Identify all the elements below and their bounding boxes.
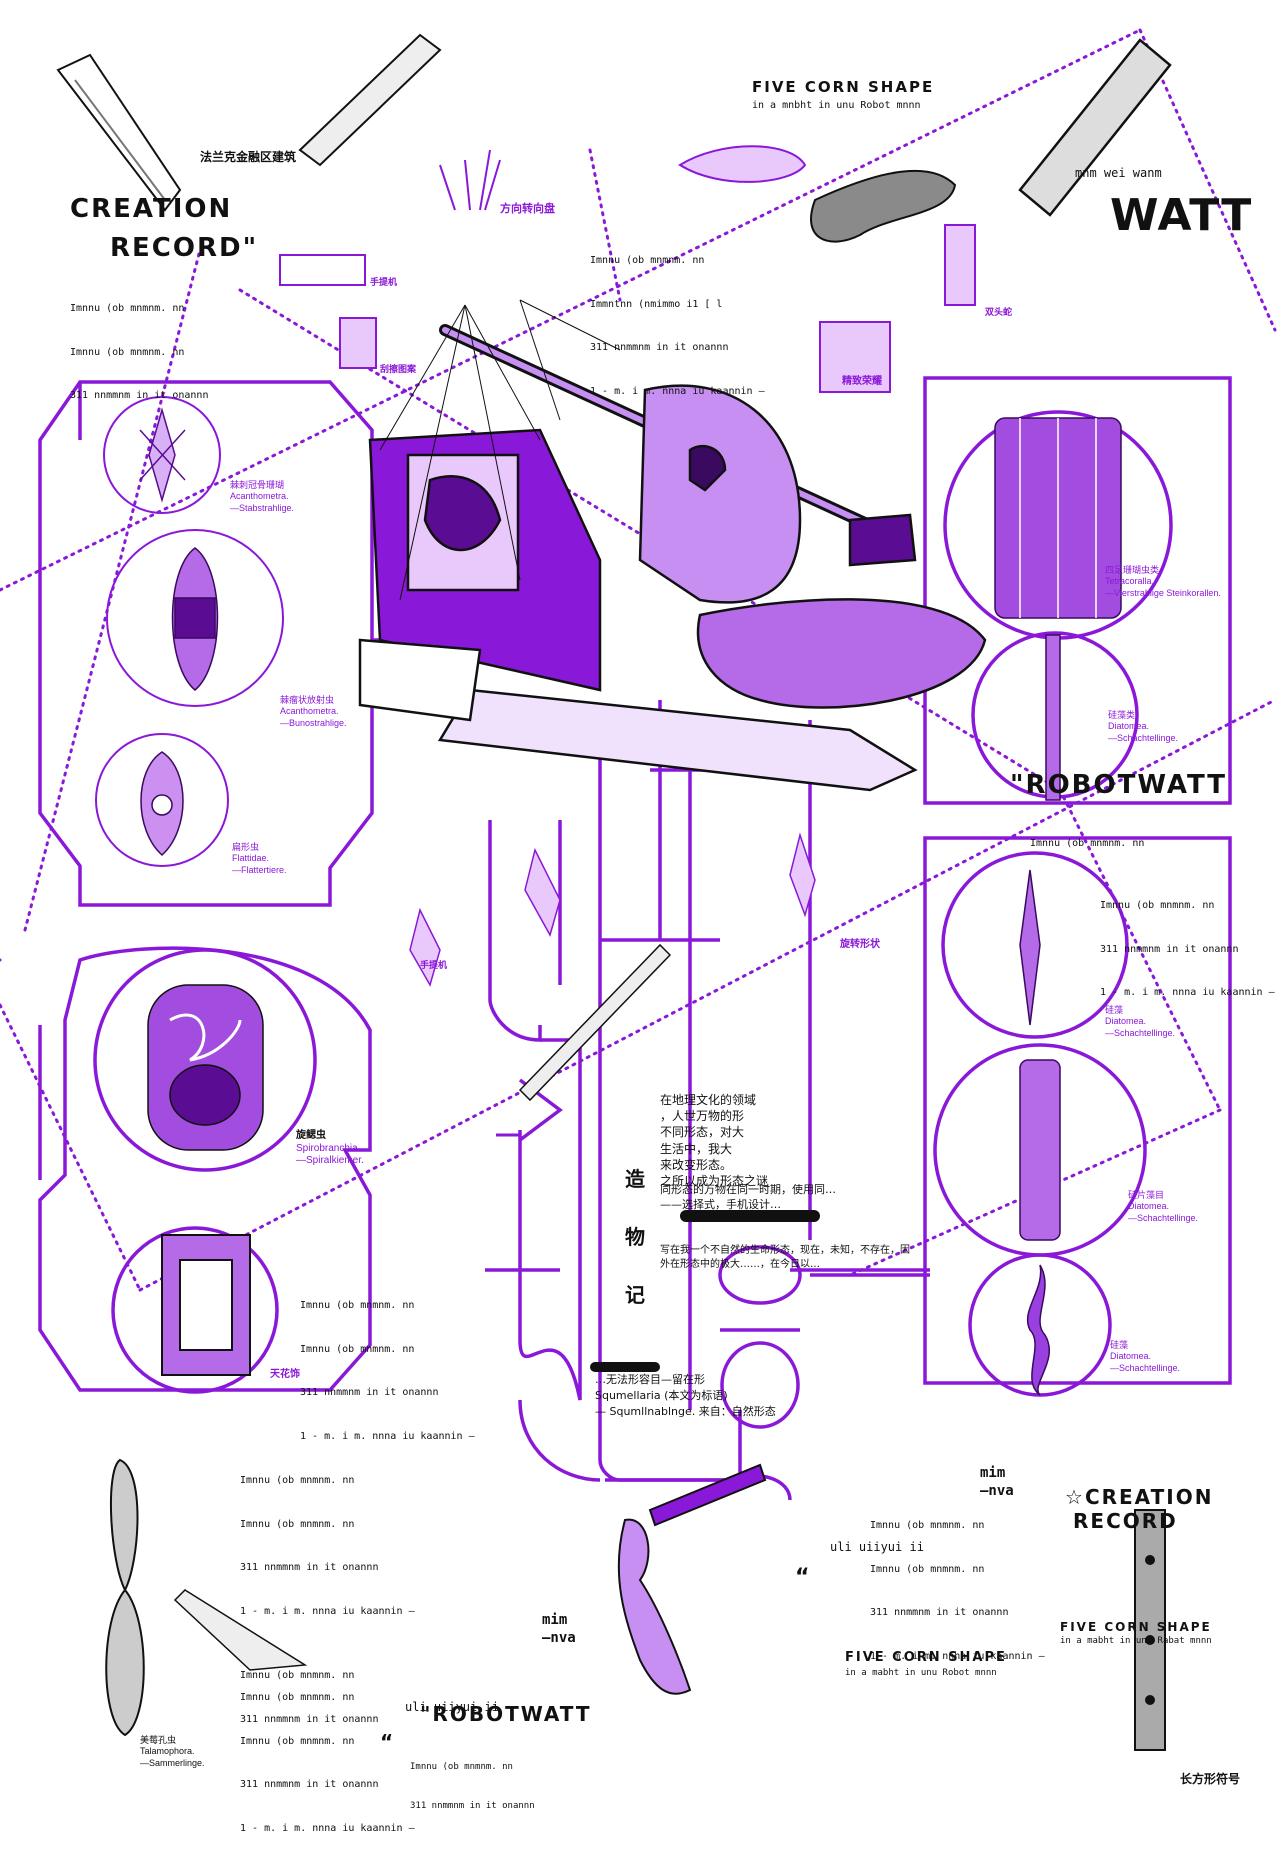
robotwatt-bottom: "ROBOTWATT [420, 1702, 592, 1726]
label-acanth: 棘刺冠骨珊瑚 Acanthometra. —Stabstrahlige. [230, 480, 295, 513]
caption-gua-shi: 刮擦图案 [380, 365, 417, 375]
small-leaf-art [409, 832, 816, 987]
central-text-top: 在地理文化的领域 ，人世万物的形 不同形态，对大 生活中，我大 来改变形态。 之… [660, 1093, 769, 1188]
caption-xuan-zhuan: 旋转形状 [840, 939, 880, 950]
robotwatt-mid: "ROBOTWATT [1010, 770, 1228, 800]
diat4-specimen-art [1027, 1264, 1051, 1396]
five-corn-bottom: FIVE CORN SHAPE [845, 1650, 1007, 1665]
tetra-specimen-art [994, 417, 1122, 619]
scribble-block-b: Imnnu (ob mnmnm. nn Immntnn (nmimmo i1 [… [590, 255, 765, 397]
top-left-tower-art [56, 53, 182, 212]
acanth-specimen-art [139, 407, 186, 503]
scribble-robotwatt-bottom: Imnnu (ob mnmnm. nn 311 nnmmnm in it ona… [410, 1762, 535, 1812]
redaction-bar-1 [680, 1210, 820, 1222]
scribble-robotwatt-mid: Imnnu (ob mnmnm. nn [1030, 838, 1145, 849]
flatter-specimen-art [140, 751, 184, 857]
rigging-lines [379, 299, 621, 601]
five-corn-top: FIVE CORN SHAPE [752, 78, 935, 96]
char-wu: 物 [625, 1225, 645, 1249]
left-ticks [38, 1040, 520, 1137]
scribble-lii-right: uli uiiyui ii [830, 1540, 924, 1554]
tian-hua-specimen-art [161, 1234, 251, 1376]
five-corn-top-sub: in a mnbht in unu Robot mnnn [752, 100, 921, 111]
caption-shuang-tou: 双头蛇 [985, 308, 1013, 318]
char-zao: 造 [625, 1167, 645, 1191]
char-ji: 记 [625, 1283, 645, 1307]
scribble-mim-left: mim [542, 1612, 568, 1628]
top-right-tower-art [1018, 38, 1172, 217]
five-corn-bottom-sub: in a mabht in unu Robot mnnn [845, 1668, 997, 1678]
label-diat1: 硅藻类 Diatomea. —Schachtellinge. [1108, 710, 1179, 743]
caption-fang-xiang: 方向转向盘 [500, 202, 555, 215]
label-spiro: 旋鳃虫 Spirobranchia. —Spiralkiemer. [296, 1130, 364, 1166]
caption-shou-ji: 手提机 [370, 278, 398, 288]
creation-record-bottom: ☆CREATION RECORD [1065, 1485, 1213, 1533]
record-word-bottom: RECORD [1073, 1509, 1178, 1533]
pill-art [678, 145, 807, 183]
totem-art [1134, 1509, 1166, 1751]
central-text-low: 写在我一个不自然的生命形态，现在，未知，不存在，因 外在形态中的极大……，在今日… [660, 1245, 910, 1270]
sponge-art [810, 169, 957, 243]
specimen-art [56, 33, 1172, 1751]
scribble-block-a: Imnnu (ob mnmnm. nn Imnnu (ob mnmnm. nn … [70, 303, 209, 401]
central-vertical-title: 造 物 记 [625, 1150, 645, 1324]
label-talamo: 美莓孔虫 Talamophora. —Sammerlinge. [140, 1735, 205, 1768]
creation-record-top: CREATION RECORD" [70, 190, 258, 268]
scribble-block-c: Imnnu (ob mnmnm. nn 311 nnmmnm in it ona… [1100, 900, 1275, 998]
scribble-nva-left: —nva [542, 1630, 576, 1646]
creation-word: CREATION [70, 194, 233, 224]
top-ladder-art [298, 33, 442, 167]
bone-art [617, 1518, 692, 1695]
label-flatter: 扁形虫 Flattidae. —Flattertiere. [232, 842, 287, 875]
scribble-block-f: Imnnu (ob mnmnm. nn 311 nnmmnm in it ona… [240, 1670, 379, 1725]
talamo-art [105, 1458, 145, 1737]
central-machine-art [358, 384, 987, 792]
caption-chang-fang: 长方形符号 [1180, 1772, 1241, 1786]
scribble-block-g: Imnnu (ob mnmnm. nn Imnnu (ob mnmnm. nn … [870, 1520, 1045, 1662]
caption-tian-hua: 天花饰 [270, 1369, 300, 1380]
label-tetra: 四足珊瑚虫类 Tetracoralla. —Vierstrahlige Stei… [1105, 565, 1221, 598]
label-bunos: 棘瘤状放射虫 Acanthometra. —Bunostrahlige. [280, 695, 347, 728]
spiro-specimen-art [147, 984, 264, 1151]
label-diat3: 硅片藻目 Diatomea. —Schachtellinge. [1128, 1190, 1199, 1223]
label-diat2: 硅藻 Diatomea. —Schachtellinge. [1105, 1005, 1176, 1038]
diat3-specimen-art [1019, 1059, 1061, 1241]
five-corn-right: FIVE CORN SHAPE [1060, 1620, 1212, 1634]
creation-word-bottom: ☆CREATION [1065, 1485, 1214, 1509]
record-word: RECORD" [110, 233, 259, 263]
scribble-lii-left: uli uiiyui ii [405, 1700, 499, 1714]
scribble-block-d: Imnnu (ob mnmnm. nn Imnnu (ob mnmnm. nn … [300, 1300, 475, 1442]
bunos-specimen-art [171, 547, 219, 691]
redaction-bar-2 [590, 1362, 660, 1372]
pattern-tile-art [339, 224, 976, 393]
quote-mark-bottom: “ [380, 1730, 396, 1754]
leaf-art [173, 1589, 308, 1671]
scribble-nva-right: —nva [980, 1483, 1014, 1499]
label-diat4: 硅藻 Diatomea. —Schachtellinge. [1110, 1340, 1181, 1373]
watt-heading: WATT [1110, 190, 1253, 241]
diagonal-ladder-art [518, 943, 672, 1102]
brush-art [439, 149, 501, 211]
diat2-specimen-art [1019, 869, 1041, 1026]
quote-mark-mid: “ [795, 1565, 812, 1590]
watt-pre: mnm wei wanm [1075, 166, 1162, 180]
chain-art [648, 1463, 767, 1527]
scribble-mim-right: mim [980, 1465, 1006, 1481]
central-text-mid: 同形态的万物在同一时期，使用同… ——选择式，手机设计… [660, 1183, 836, 1212]
central-text-bottom: …无法形容目—留在形 Squmellaria (本文为标语) — Squmlln… [595, 1373, 776, 1418]
star-icon: ☆ [1065, 1485, 1085, 1509]
machine-box-art [279, 254, 366, 286]
caption-fa-lan: 法兰克金融区建筑 [200, 150, 297, 164]
five-corn-right-sub: in a mabht in unu Rabat mnnn [1060, 1636, 1212, 1646]
caption-shou-ti: 手提机 [420, 961, 448, 971]
diat1-specimen-art [1045, 634, 1061, 801]
caption-jin-zhong: 精致荣耀 [842, 376, 882, 387]
